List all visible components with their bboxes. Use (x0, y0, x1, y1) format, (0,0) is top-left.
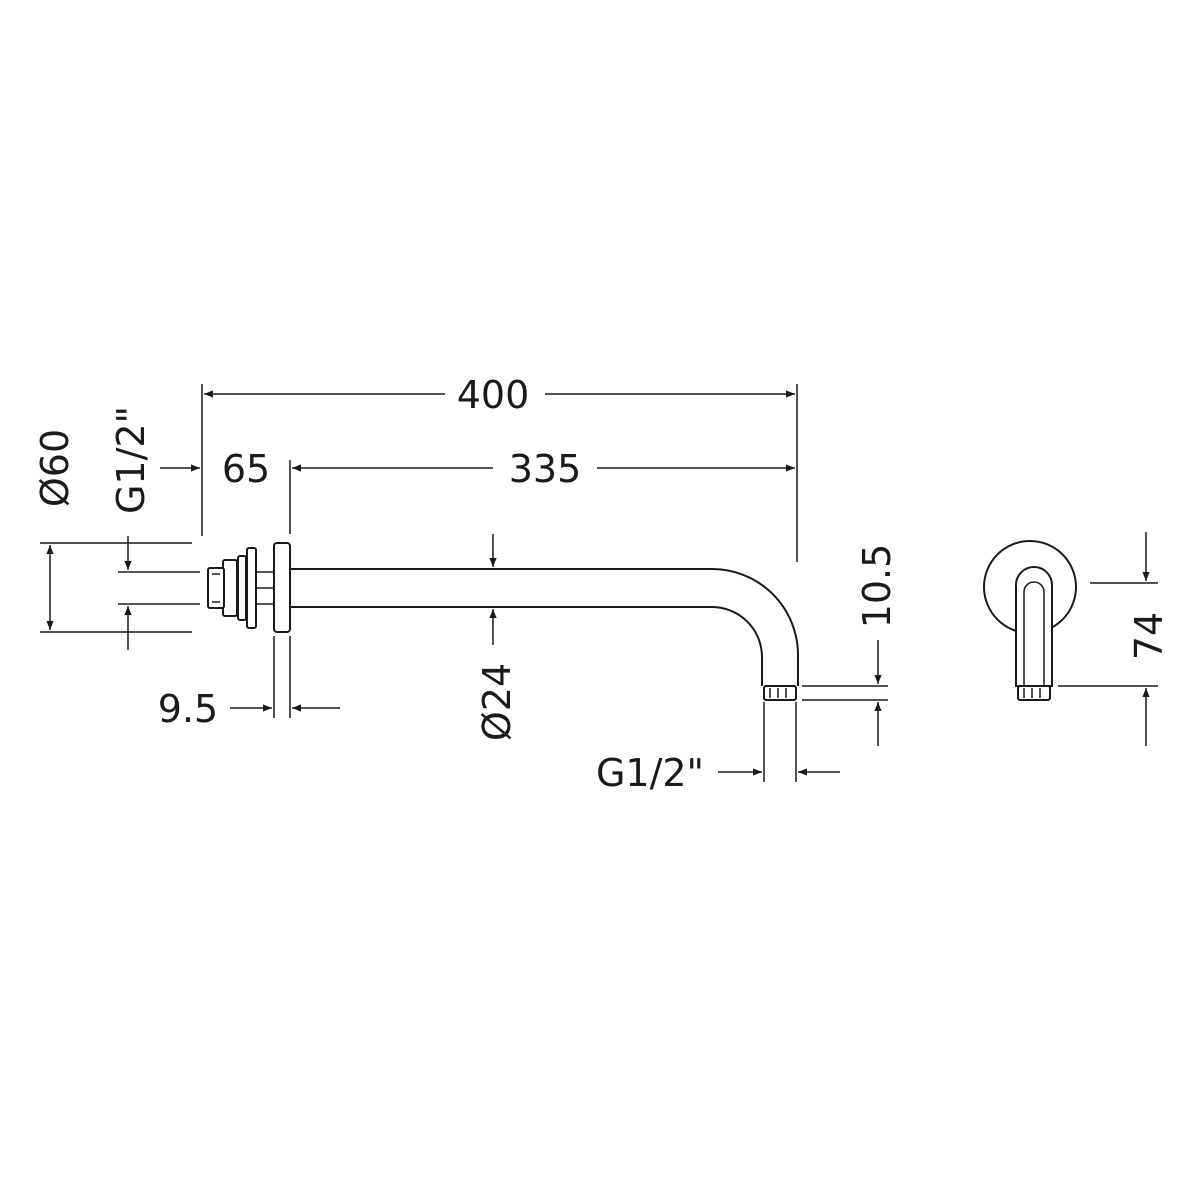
label-drop-height: 74 (1127, 612, 1171, 660)
label-pipe-diameter: Ø24 (475, 663, 519, 741)
outlet-thread (763, 685, 797, 701)
inlet-fitting (207, 567, 225, 609)
washer-inner (237, 555, 247, 621)
arm-pipe (290, 568, 799, 686)
label-arm-length: 335 (509, 447, 582, 491)
side-view (207, 542, 799, 701)
label-overall-length: 400 (457, 373, 530, 417)
dimension-labels: 400 335 65 9.5 G1/2" Ø60 G1/2" Ø24 10.5 … (33, 373, 1171, 795)
dimension-lines (40, 384, 888, 782)
label-flange-diameter: Ø60 (33, 429, 77, 507)
label-inlet-thread: G1/2" (109, 406, 153, 514)
label-outlet-height: 10.5 (855, 544, 899, 629)
label-wall-depth: 65 (222, 447, 270, 491)
nut (222, 559, 238, 617)
front-outlet-thread (1017, 685, 1051, 701)
front-view (983, 532, 1158, 746)
label-outlet-thread: G1/2" (596, 751, 704, 795)
washer-outer (246, 547, 257, 629)
front-arm (1015, 566, 1053, 687)
wall-flange (273, 542, 291, 633)
label-flange-thickness: 9.5 (158, 687, 218, 731)
